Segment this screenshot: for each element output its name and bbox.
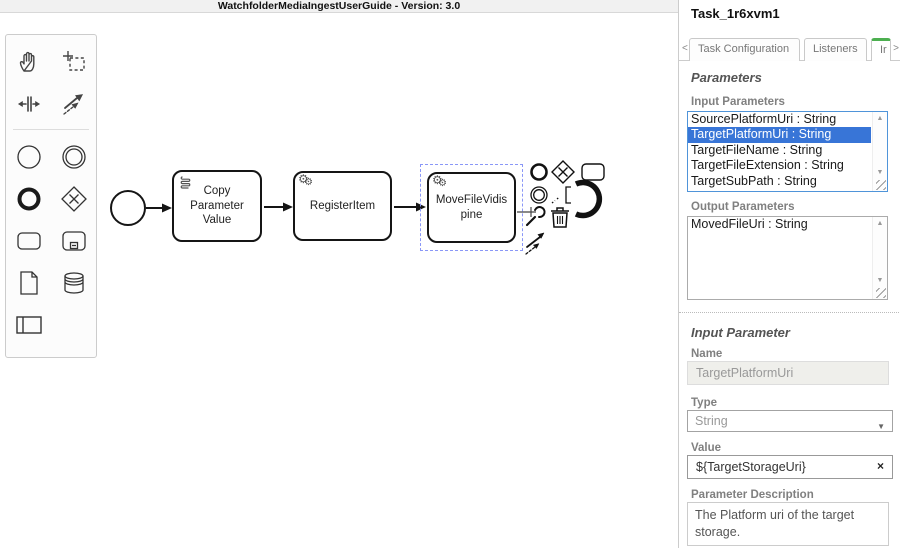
task-label: Copy Parameter Value xyxy=(190,184,244,227)
hand-tool-icon[interactable] xyxy=(12,45,46,79)
value-field-wrap: × xyxy=(687,455,893,479)
palette-separator xyxy=(13,129,89,130)
resize-grip[interactable] xyxy=(876,288,886,298)
input-parameter-heading: Input Parameter xyxy=(691,325,790,340)
tab-input-output-active[interactable]: Ir xyxy=(871,38,891,61)
value-field[interactable] xyxy=(687,455,893,479)
text-annotation-icon xyxy=(551,186,571,204)
connect-icon xyxy=(525,232,545,255)
element-id-title: Task_1r6xvm1 xyxy=(691,6,780,21)
list-item-selected[interactable]: TargetPlatformUri : String xyxy=(688,127,871,143)
task-label: RegisterItem xyxy=(309,199,376,212)
type-label: Type xyxy=(691,397,717,409)
clear-icon[interactable]: × xyxy=(876,459,884,473)
create-data-store-icon[interactable] xyxy=(57,266,91,300)
create-intermediate-event-icon[interactable] xyxy=(57,140,91,174)
wrench-icon xyxy=(525,206,546,227)
task-registeritem[interactable]: ⚙⚙ RegisterItem xyxy=(293,171,392,241)
input-parameters-label: Input Parameters xyxy=(691,96,785,108)
append-gateway-icon xyxy=(551,160,575,184)
parameter-description-field[interactable]: The Platform uri of the target storage. xyxy=(687,502,889,546)
type-select[interactable]: String ▼ xyxy=(687,410,893,432)
selection-outline xyxy=(420,164,523,251)
section-divider xyxy=(679,312,900,313)
properties-panel: Task_1r6xvm1 < Task Configuration Listen… xyxy=(678,0,900,548)
value-label: Value xyxy=(691,442,722,454)
tool-palette xyxy=(5,34,97,358)
name-field[interactable] xyxy=(687,361,889,385)
start-event[interactable] xyxy=(110,190,146,226)
tab-task-configuration[interactable]: Task Configuration xyxy=(689,38,800,61)
type-select-value: String xyxy=(695,414,728,428)
scroll-up-icon[interactable]: ▲ xyxy=(876,115,884,122)
context-pad[interactable] xyxy=(524,158,616,256)
diagram-title: WatchfolderMediaIngestUserGuide - Versio… xyxy=(0,0,678,13)
create-task-icon[interactable] xyxy=(12,224,46,258)
lasso-tool-icon[interactable] xyxy=(57,45,91,79)
tab-bar: < Task Configuration Listeners Ir > xyxy=(679,36,900,61)
list-item[interactable]: TargetFileExtension : String xyxy=(691,158,844,173)
append-task-icon xyxy=(581,163,605,181)
scrollbar[interactable]: ▲ ▼ xyxy=(872,112,887,191)
output-parameters-label: Output Parameters xyxy=(691,201,795,213)
scroll-up-icon[interactable]: ▲ xyxy=(876,220,884,227)
create-data-object-icon[interactable] xyxy=(12,266,46,300)
input-parameters-list: SourcePlatformUri : String TargetPlatfor… xyxy=(687,111,888,192)
scrollbar[interactable]: ▲ ▼ xyxy=(872,217,887,299)
append-intermediate-event-icon xyxy=(530,186,548,204)
scroll-down-icon[interactable]: ▼ xyxy=(876,169,884,176)
create-gateway-icon[interactable] xyxy=(57,182,91,216)
resize-grip[interactable] xyxy=(876,180,886,190)
create-end-event-icon[interactable] xyxy=(12,182,46,216)
script-task-icon xyxy=(180,176,191,189)
create-start-event-icon[interactable] xyxy=(12,140,46,174)
task-copy-parameter-value[interactable]: Copy Parameter Value xyxy=(172,170,262,242)
tab-scroll-left-icon[interactable]: < xyxy=(682,43,688,54)
space-tool-icon[interactable] xyxy=(12,87,46,121)
parameters-heading: Parameters xyxy=(691,70,762,85)
tab-listeners[interactable]: Listeners xyxy=(804,38,867,61)
arc-icon xyxy=(574,179,603,219)
append-end-event-icon xyxy=(530,163,548,181)
create-participant-icon[interactable] xyxy=(12,308,46,342)
output-parameters-list: MovedFileUri : String ▲ ▼ xyxy=(687,216,888,300)
chevron-down-icon: ▼ xyxy=(877,422,885,431)
task-label: MoveFileVidispine xyxy=(435,193,508,221)
scroll-down-icon[interactable]: ▼ xyxy=(876,277,884,284)
service-task-gear-icon: ⚙⚙ xyxy=(432,173,447,189)
parameter-description-label: Parameter Description xyxy=(691,489,814,501)
global-connect-tool-icon[interactable] xyxy=(57,87,91,121)
list-item[interactable]: SourcePlatformUri : String xyxy=(691,112,837,126)
sequence-flows xyxy=(146,202,536,217)
tab-scroll-right-icon[interactable]: > xyxy=(893,43,899,54)
list-item[interactable]: MovedFileUri : String xyxy=(691,217,808,231)
list-item[interactable]: TargetFileName : String xyxy=(691,142,823,157)
create-subprocess-icon[interactable] xyxy=(57,224,91,258)
service-task-gear-icon: ⚙⚙ xyxy=(298,172,313,188)
task-movefilevidispine[interactable]: ⚙⚙ MoveFileVidispine xyxy=(427,172,516,243)
name-label: Name xyxy=(691,348,723,360)
list-item[interactable]: TargetSubPath : String xyxy=(691,173,817,188)
trash-icon xyxy=(551,207,569,228)
